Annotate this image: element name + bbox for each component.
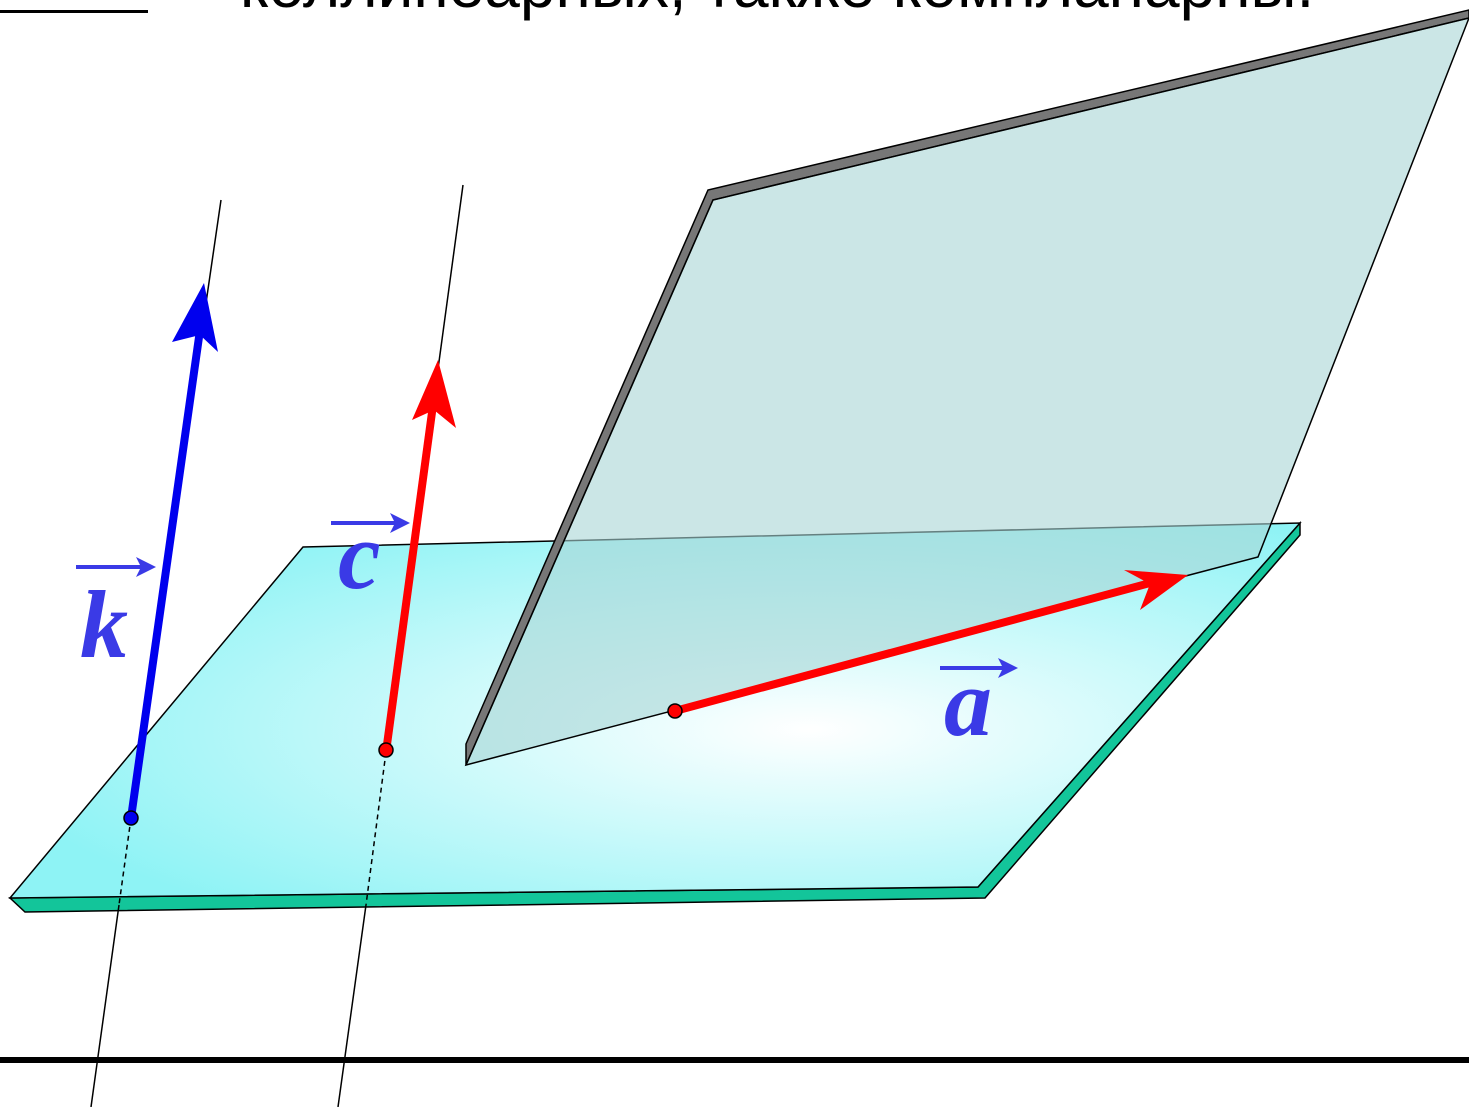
right-arrow-icon (76, 557, 156, 577)
vector-k-origin (123, 810, 139, 826)
header-box (0, 0, 148, 13)
line-k-lower (90, 904, 120, 1107)
right-arrow-icon (940, 658, 1018, 678)
vector-c-arrowhead (412, 360, 456, 428)
line-c-dashed (365, 751, 387, 906)
vector-c-origin (378, 742, 394, 758)
vector-a-origin (667, 703, 683, 719)
vector-k-arrowhead (172, 283, 218, 352)
right-arrow-icon (331, 513, 410, 533)
label-a: a (944, 649, 992, 756)
label-k: k (80, 571, 128, 678)
vector-a-arrowhead (1124, 570, 1188, 610)
vector-a-shaft (673, 579, 1152, 715)
vector-c-shaft (382, 404, 437, 753)
line-c-lower (337, 904, 367, 1107)
label-c: c (338, 502, 381, 609)
header-text: коллинеарных, также компланарны. (240, 0, 1469, 22)
vector-k-shaft (127, 329, 204, 819)
line-k-dashed (118, 817, 132, 906)
